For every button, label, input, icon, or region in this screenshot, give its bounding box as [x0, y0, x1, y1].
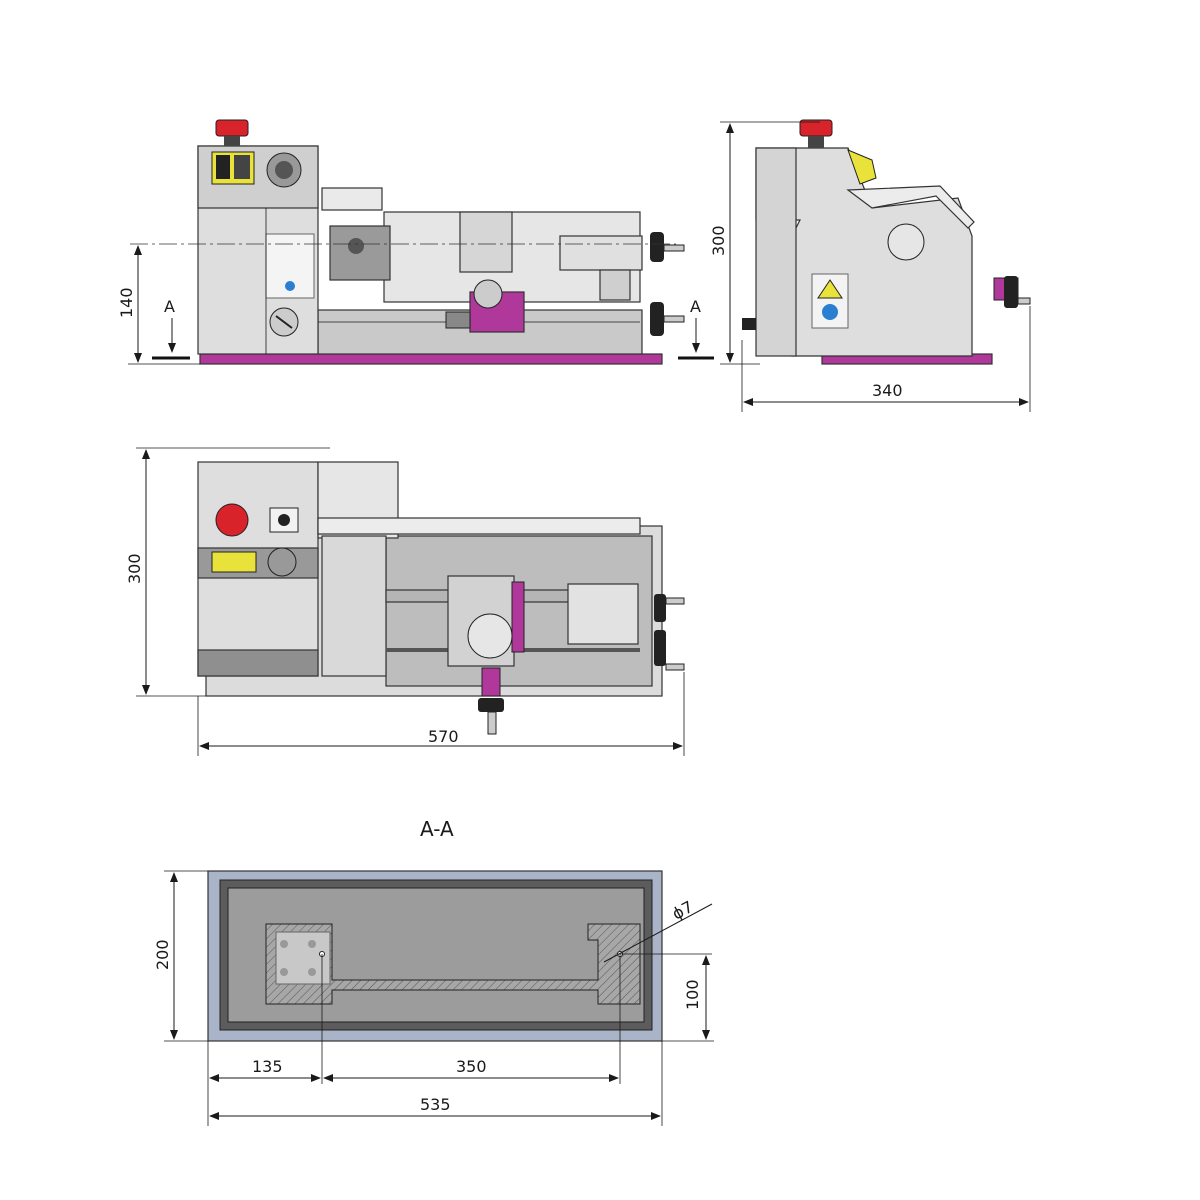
dim-top-depth: 300 [125, 553, 144, 584]
front-view: A A 140 [117, 119, 714, 365]
top-speed-dial [267, 547, 297, 577]
top-cross-handle [481, 667, 501, 697]
emergency-stop-top [215, 503, 249, 537]
top-switch-block [211, 551, 257, 573]
section-mark-right: A [690, 297, 701, 316]
dim-hole-spacing: 350 [456, 1057, 487, 1076]
dim-base-length: 535 [420, 1095, 451, 1114]
dim-hole-offset: 135 [252, 1057, 283, 1076]
section-mark-left: A [164, 297, 175, 316]
section-profile [265, 923, 641, 1005]
top-tailstock [567, 583, 639, 645]
top-view: 300 570 [125, 447, 685, 756]
dim-side-height: 300 [709, 225, 728, 256]
emergency-stop-front [215, 119, 249, 137]
cross-slide [459, 211, 513, 273]
side-spindle [887, 223, 925, 261]
top-chuck [321, 535, 387, 677]
dim-hole-diameter: ϕ7 [669, 897, 696, 924]
top-compound-dial [467, 613, 513, 659]
leadscrew-handwheel [650, 302, 664, 336]
dim-top-length: 570 [428, 727, 459, 746]
side-yellow-knob [847, 149, 877, 185]
warning-icon [817, 279, 843, 299]
dim-side-depth: 340 [872, 381, 903, 400]
dim-base-width: 200 [153, 939, 172, 970]
dim-hole-height: 100 [683, 979, 702, 1010]
info-icon-side [822, 304, 838, 320]
side-view: 300 340 [709, 119, 1031, 412]
chuck-guard [321, 187, 383, 211]
tailstock-handwheel [650, 232, 664, 262]
info-icon-front [285, 281, 295, 291]
cross-slide-wheel [473, 279, 503, 309]
section-title: A-A [420, 817, 454, 841]
dim-center-height: 140 [117, 287, 136, 318]
top-bed-rail [317, 517, 641, 535]
side-guard [846, 185, 975, 229]
front-base-tray [199, 353, 663, 365]
section-aa: A-A ϕ7 200 100 135 350 535 [153, 817, 714, 1126]
chuck [329, 225, 391, 281]
tailstock [559, 235, 643, 271]
